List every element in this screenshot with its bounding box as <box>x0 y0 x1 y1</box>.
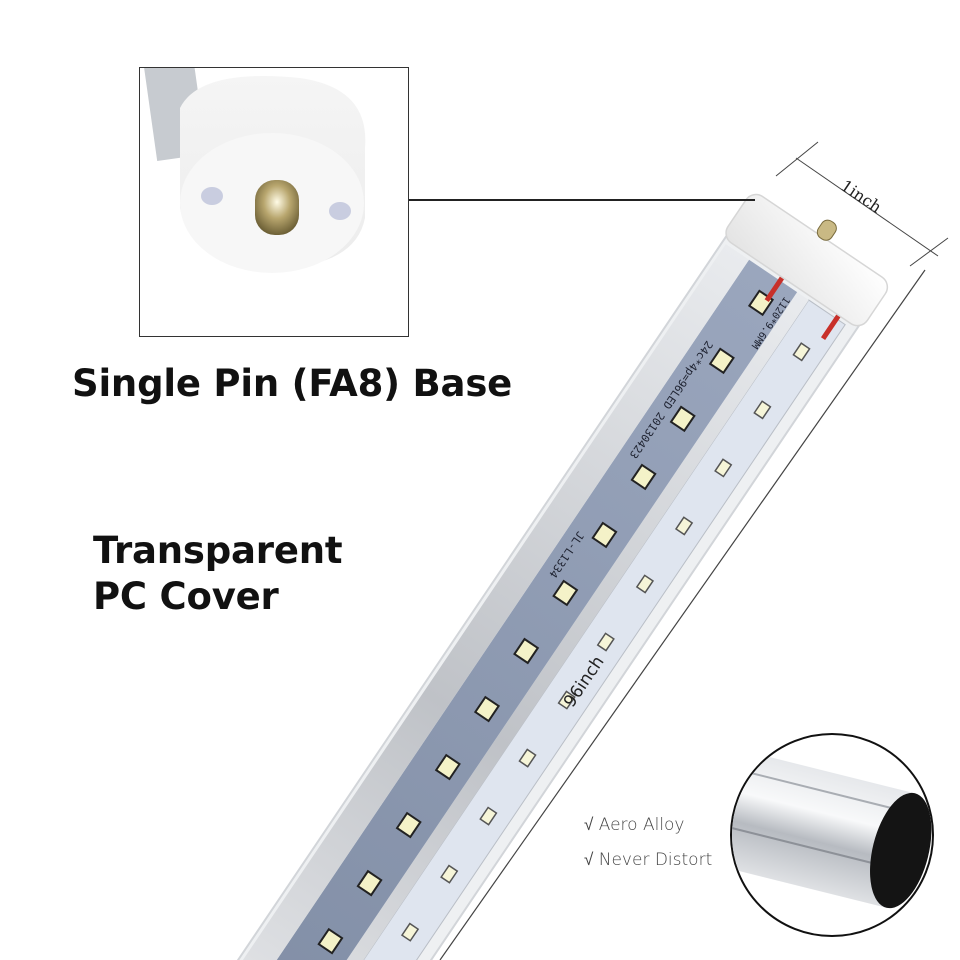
fa8-base-closeup-image <box>143 68 366 273</box>
base-closeup-inset <box>139 67 409 337</box>
feature-item: √ Never Distort <box>584 843 712 878</box>
feature-list: √ Aero Alloy √ Never Distort <box>584 808 712 878</box>
aluminum-profile-inset <box>730 733 934 937</box>
aluminum-profile-image <box>732 747 932 909</box>
feature-text: Aero Alloy <box>598 815 685 835</box>
check-icon: √ <box>584 850 594 870</box>
callout-leader-line <box>409 199 755 201</box>
feature-text: Never Distort <box>598 850 713 870</box>
check-icon: √ <box>584 815 594 835</box>
cover-label-line1: Transparent <box>93 529 343 572</box>
feature-item: √ Aero Alloy <box>584 808 712 843</box>
base-type-label: Single Pin (FA8) Base <box>72 362 513 405</box>
cover-type-label: Transparent PC Cover <box>93 528 343 620</box>
cover-label-line2: PC Cover <box>93 575 279 618</box>
